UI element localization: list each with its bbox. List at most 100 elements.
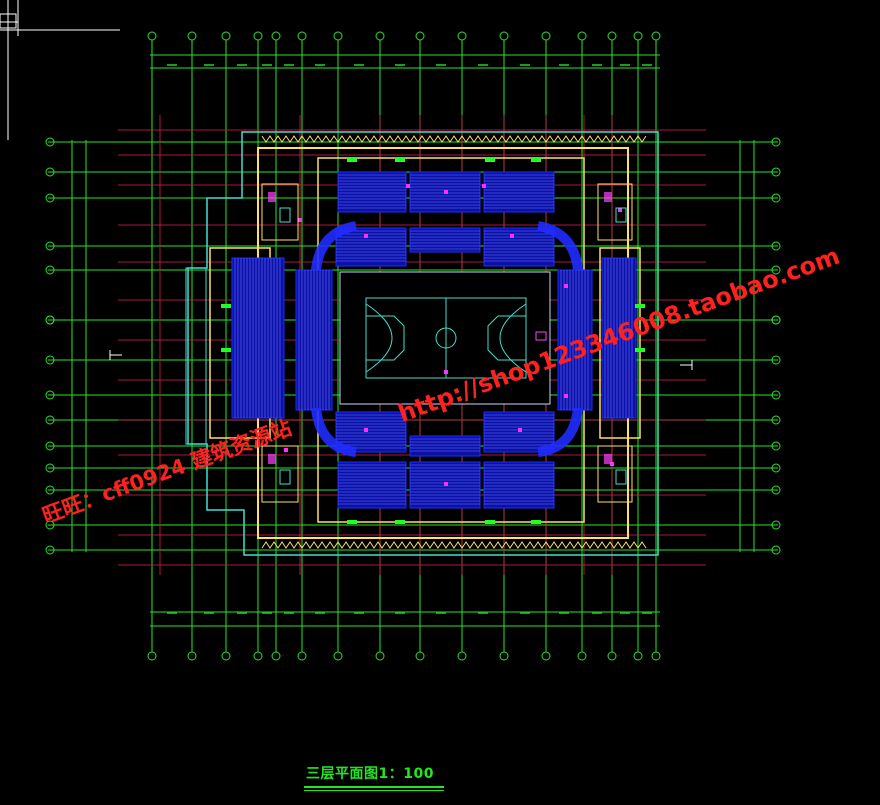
marker [298,218,302,222]
axis-bubble-right [771,355,781,365]
court-scorer [535,331,547,341]
seating-curve-nw [311,221,358,271]
dimension-lines [71,54,755,627]
green-marker [347,158,357,162]
axis-bubble-right [771,390,781,400]
core-fixture [604,192,612,202]
axis-bubble-top [375,31,385,41]
dim-label-mark [354,612,364,614]
green-marker [635,348,645,352]
axis-bubble-left [45,315,55,325]
axis-bubble-right [771,415,781,425]
axis-bubble-top [297,31,307,41]
seating-north-1 [337,171,407,213]
court-arc-left [365,303,393,373]
axis-bubble-bottom [333,651,343,661]
axis-bubble-top [147,31,157,41]
dim-label-mark [237,64,247,66]
marker [618,208,622,212]
seating-east-inner [557,269,593,411]
basketball-court [339,271,551,405]
dim-label-mark [559,64,569,66]
seating-curve-se [537,407,583,457]
green-marker [347,520,357,524]
axis-bubble-top [633,31,643,41]
core-room [597,183,633,241]
dim-label-mark [237,612,247,614]
corner-box [0,13,17,29]
seating-curve-sw [311,407,357,457]
marker [444,190,448,194]
dim-label-mark [642,612,652,614]
axis-bubble-bottom [457,651,467,661]
axis-bubble-bottom [221,651,231,661]
green-marker [531,158,541,162]
dim-label-mark [478,64,488,66]
axis-bubble-left [45,241,55,251]
axis-bubble-right [771,485,781,495]
axis-bubble-bottom [187,651,197,661]
court-arc-right [499,303,527,373]
axis-bubble-right [771,520,781,530]
green-marker [221,304,231,308]
marker [364,234,368,238]
core-room [261,445,299,503]
axis-bubble-right [771,463,781,473]
seating [231,171,637,509]
dim-label-mark [284,64,294,66]
axis-bubble-right [771,137,781,147]
court-floor [339,271,551,405]
axis-bubble-bottom [607,651,617,661]
axis-bubble-top [271,31,281,41]
dim-label-mark [354,64,364,66]
seating-north-3 [483,171,555,213]
green-marker [485,158,495,162]
axis-bubble-bottom [577,651,587,661]
green-marker [395,520,405,524]
axis-bubble-bottom [651,651,661,661]
court-key-right [487,315,526,361]
axis-bubble-left [45,193,55,203]
axis-bubble-left [45,265,55,275]
core-fixture [268,192,276,202]
dim-label-mark [167,612,177,614]
core-stair [279,207,291,223]
dim-label-mark [284,612,294,614]
side-elements [109,267,693,445]
axis-bubble-left [45,390,55,400]
core-room [261,183,299,241]
drawing-title: 三层平面图1：100 [306,766,434,782]
axis-bubble-top [577,31,587,41]
axis-bubble-top [187,31,197,41]
axis-bubble-left [45,520,55,530]
zigzag [261,541,647,549]
axis-bubble-right [771,315,781,325]
axis-bubble-right [771,265,781,275]
marker [364,428,368,432]
green-marker [485,520,495,524]
axis-bubble-top [253,31,263,41]
marker [284,448,288,452]
axis-bubble-top [651,31,661,41]
green-markers [221,158,645,524]
axis-bubble-top [499,31,509,41]
magenta-markers [284,184,622,486]
green-marker [221,348,231,352]
axis-bubble-bottom [541,651,551,661]
dim-label-mark [395,64,405,66]
core-rooms [261,183,633,503]
dim-label-mark [642,64,652,66]
axis-bubble-bottom [415,651,425,661]
dim-label-mark [592,612,602,614]
dim-label-mark [315,64,325,66]
dim-label-mark [478,612,488,614]
marker [482,184,486,188]
axis-bubble-top [221,31,231,41]
dim-label-mark [620,64,630,66]
seating-north-lower-3 [483,227,555,267]
axis-bubble-bottom [297,651,307,661]
axis-bubble-bottom [271,651,281,661]
core-stair [615,207,627,223]
axis-bubble-bottom [375,651,385,661]
axis-bubble-left [45,485,55,495]
